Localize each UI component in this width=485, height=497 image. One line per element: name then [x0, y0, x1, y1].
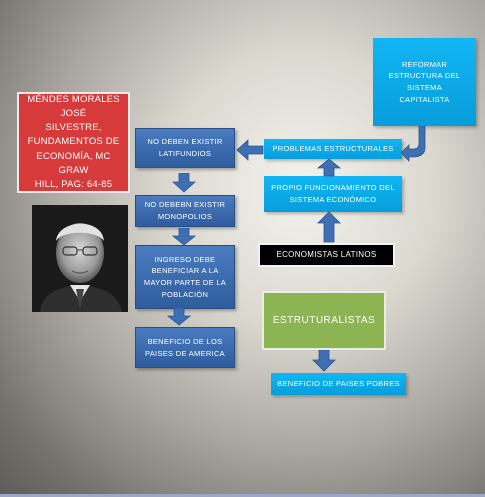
latifundios-box: NO DEBEN EXISTIR LATIFUNDIOS [135, 128, 235, 168]
arrow-down-icon [172, 173, 196, 193]
arrow-left-icon [236, 139, 264, 161]
reformar-box: REFORMAR ESTRUCTURA DEL SISTEMA CAPITALI… [373, 38, 476, 126]
monopolios-box: NO DEBEBN EXISTIR MONOPOLIOS [135, 195, 235, 227]
bottom-strip [0, 494, 485, 497]
propio-funcionamiento-box: PROPIO FUNCIONAMIENTO DEL SISTEMA ECONÓM… [264, 176, 402, 212]
portrait-photo [32, 205, 128, 312]
arrow-up-icon [317, 158, 341, 177]
arrow-down-icon [167, 308, 191, 326]
arrow-up-icon [317, 211, 341, 243]
ingreso-box: INGRESO DEBE BENEFICIAR A LA MAYOR PARTE… [135, 245, 235, 309]
beneficio-paises-pobres-box: BENEFICIO DE PAISES POBRES [271, 373, 406, 395]
economistas-latinos-box: ECONOMISTAS LATINOS [258, 243, 395, 267]
arrow-down-icon [312, 350, 336, 372]
curved-arrow-icon [400, 126, 426, 162]
reference-box: MÉNDES MORALES JOSÉ SILVESTRE, FUNDAMENT… [17, 92, 130, 193]
problemas-estructurales-box: PROBLEMAS ESTRUCTURALES [264, 139, 402, 159]
arrow-down-icon [172, 228, 196, 246]
portrait-figure [32, 205, 128, 312]
beneficio-america-box: BENEFICIO DE LOS PAISES DE AMERICA [135, 327, 235, 368]
estructuralistas-box: ESTRUTURALISTAS [262, 291, 386, 350]
